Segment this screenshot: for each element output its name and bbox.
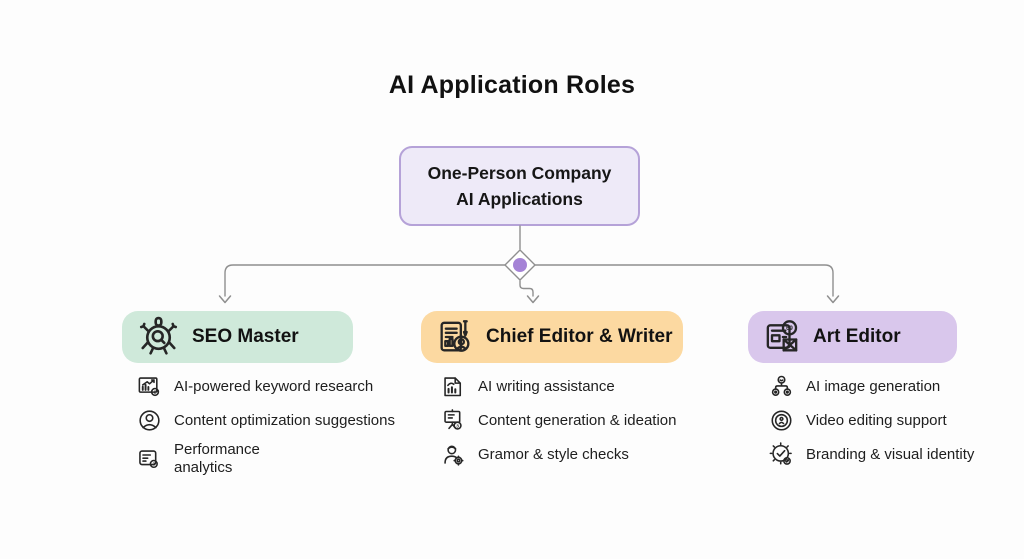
- root-node: One-Person Company AI Applications: [399, 146, 640, 226]
- chart-growth-icon: 2: [138, 377, 160, 397]
- list-item-label: Content optimization suggestions: [174, 411, 395, 429]
- middle-arrowhead: [526, 295, 540, 304]
- list-item: 3 Content generation & ideation: [440, 407, 676, 434]
- diagram-title: AI Application Roles: [388, 71, 636, 99]
- list-item-label: Content generation & ideation: [478, 411, 677, 429]
- svg-text:69: 69: [786, 326, 793, 332]
- right-arrowhead: [826, 295, 840, 304]
- list-item-label: Performance analytics: [174, 441, 260, 476]
- branch-items-seo: 2 AI-powered keyword research Content op…: [136, 373, 395, 477]
- list-item-label: Video editing support: [806, 411, 947, 429]
- list-item: 3 Performance analytics: [136, 441, 395, 477]
- list-item-label: AI image generation: [806, 377, 941, 395]
- list-item: Video editing support: [768, 407, 974, 434]
- branch-title-editor: Chief Editor & Writer: [486, 326, 673, 347]
- presentation-board-icon: 3: [444, 409, 462, 430]
- seo-crawler-bot-icon: [139, 316, 178, 355]
- branch-header-seo: SEO Master: [122, 311, 353, 363]
- list-item-label: Branding & visual identity: [806, 445, 975, 463]
- list-item-label: AI-powered keyword research: [174, 377, 374, 395]
- branch-items-editor: AI writing assistance 3 Content generati…: [440, 373, 676, 468]
- left-branch-line: [224, 264, 506, 297]
- list-item: Branding & visual identity: [768, 441, 974, 468]
- list-item: AI image generation: [768, 373, 974, 400]
- badge-check-icon: [769, 442, 792, 465]
- list-item: Gramor & style checks: [440, 441, 676, 468]
- branch-items-art: AI image generation Video editing suppor…: [768, 373, 974, 468]
- junction-diamond: [504, 249, 536, 281]
- junction-dot: [513, 258, 527, 272]
- analytics-board-icon: 3: [139, 449, 158, 468]
- document-pen-person-icon: [440, 320, 470, 352]
- people-network-icon: [771, 375, 792, 396]
- middle-branch-line: [519, 280, 534, 297]
- root-node-line1: One-Person Company: [427, 162, 612, 183]
- list-item: AI writing assistance: [440, 373, 676, 400]
- image-frame-badge-icon: 69: [766, 320, 798, 352]
- svg-text:3: 3: [152, 461, 155, 467]
- list-item-label: AI writing assistance: [478, 377, 615, 395]
- list-item-label: Gramor & style checks: [478, 445, 629, 463]
- svg-text:2: 2: [154, 390, 157, 396]
- user-circle-icon: [139, 410, 160, 431]
- target-rings-icon: [771, 410, 792, 431]
- branch-title-seo: SEO Master: [192, 326, 299, 347]
- left-arrowhead: [218, 295, 232, 304]
- doc-chart-icon: [444, 377, 462, 397]
- branch-header-art: 69 Art Editor: [748, 311, 957, 363]
- person-gear-icon: [444, 445, 464, 466]
- root-node-line2: AI Applications: [456, 189, 583, 209]
- list-item: Content optimization suggestions: [136, 407, 395, 434]
- svg-text:3: 3: [456, 423, 459, 429]
- right-branch-line: [534, 264, 834, 297]
- list-item: 2 AI-powered keyword research: [136, 373, 395, 400]
- branch-header-editor: Chief Editor & Writer: [421, 311, 683, 363]
- branch-title-art: Art Editor: [813, 326, 901, 347]
